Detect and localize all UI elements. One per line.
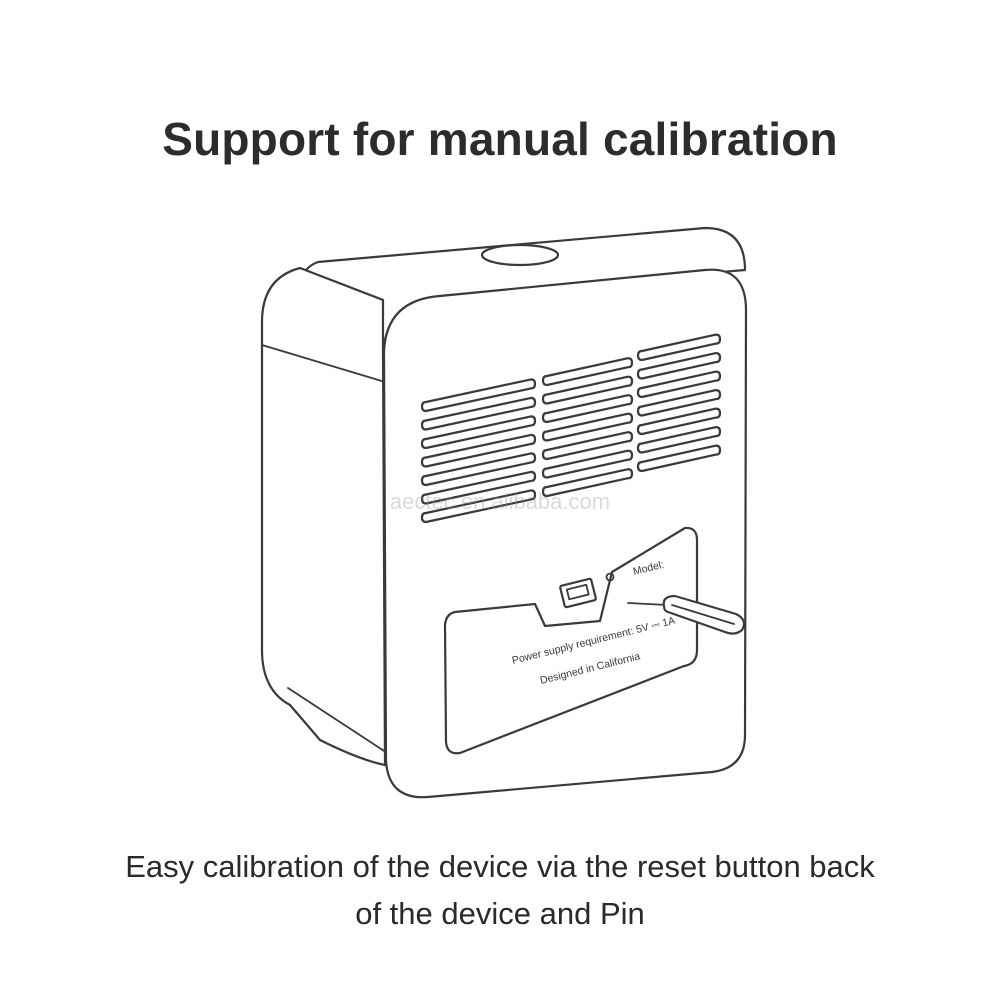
watermark: aectec.en.alibaba.com <box>389 489 611 514</box>
vent-slot <box>636 444 722 473</box>
vent-slot <box>541 468 634 498</box>
vent-slot <box>420 470 537 505</box>
vent-slot <box>636 407 722 436</box>
vent-slot <box>420 378 537 413</box>
vent-slot <box>636 426 722 454</box>
vent-slot <box>541 449 634 479</box>
vent-slot <box>636 389 722 417</box>
reset-hole <box>605 572 615 582</box>
vent-slot <box>541 357 634 387</box>
vent-grille <box>420 333 722 524</box>
vent-slot <box>420 489 537 524</box>
headline: Support for manual calibration <box>162 113 838 165</box>
label-panel <box>443 526 699 755</box>
vent-slot <box>541 431 634 461</box>
vent-slot <box>636 352 722 380</box>
device-side-face <box>260 266 387 767</box>
vent-slot <box>636 370 722 399</box>
vent-slot <box>541 394 634 424</box>
vent-slot <box>420 415 537 450</box>
vent-slot <box>420 396 537 431</box>
device-side-panel <box>261 344 399 761</box>
caption: Easy calibration of the device via the r… <box>60 843 940 937</box>
vent-slot <box>420 452 537 487</box>
vent-slot <box>541 375 634 405</box>
vent-slot <box>636 333 722 362</box>
caption-line-1: Easy calibration of the device via the r… <box>125 849 875 884</box>
vent-slot <box>541 412 634 442</box>
caption-line-2: of the device and Pin <box>355 896 645 931</box>
vent-slot <box>420 433 537 468</box>
top-button <box>480 243 560 267</box>
pin-tool-icon <box>627 594 746 635</box>
